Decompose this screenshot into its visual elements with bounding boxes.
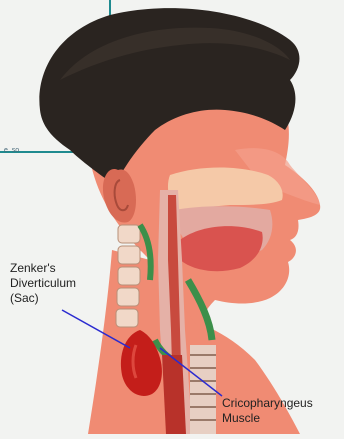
cervical-spine <box>116 225 140 327</box>
zenker-label-line3: (Sac) <box>10 291 76 306</box>
zenker-diverticulum-label: Zenker's Diverticulum (Sac) <box>10 261 76 306</box>
crico-label-line2: Muscle <box>222 411 313 426</box>
zenker-label-line2: Diverticulum <box>10 276 76 291</box>
corner-text-fragment: e. so <box>4 147 19 154</box>
trachea <box>190 345 216 434</box>
cricopharyngeus-label: Cricopharyngeus Muscle <box>222 396 313 426</box>
esophagus <box>162 355 186 434</box>
crico-label-line1: Cricopharyngeus <box>222 396 313 411</box>
zenker-label-line1: Zenker's <box>10 261 76 276</box>
